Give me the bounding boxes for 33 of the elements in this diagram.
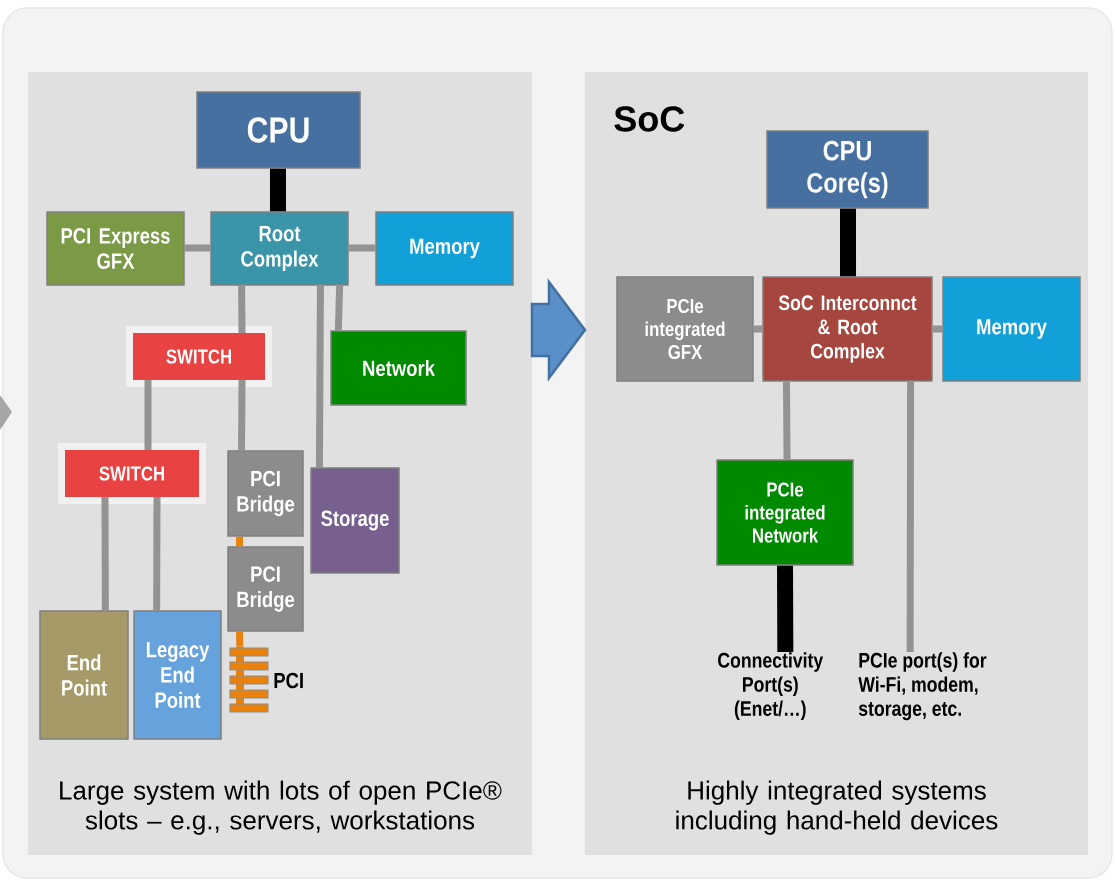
block-arrow (530, 278, 587, 382)
component-box: Memory (942, 276, 1081, 382)
connector-line (840, 208, 856, 277)
switch-box: SWITCH (126, 326, 272, 387)
connector-line (270, 168, 286, 212)
component-box: PCI Express GFX (46, 211, 185, 286)
switch-box: SWITCH (58, 443, 206, 504)
connector-line (932, 325, 943, 333)
component-box: Root Complex (210, 211, 349, 286)
component-box: PCIe integrated GFX (616, 276, 754, 382)
connector-line (777, 565, 794, 653)
connector-line (348, 244, 376, 252)
port-label: PCIe port(s) for Wi-Fi, modem, storage, etc. (858, 652, 987, 721)
component-box: End Point (39, 610, 129, 740)
component-box: PCI Bridge (227, 450, 304, 537)
component-box: CPU Core(s) (766, 130, 929, 209)
connector-line (184, 244, 211, 252)
connector-line (334, 285, 344, 331)
connector-line (315, 285, 324, 468)
connector-line (753, 325, 763, 333)
component-box: PCI Bridge (227, 546, 304, 632)
connector-line (782, 381, 791, 460)
bus-label: PCI (274, 672, 303, 689)
component-box: Storage (310, 467, 400, 574)
component-box: Legacy End Point (133, 610, 222, 740)
component-box: SoC Interconnct & Root Complex (762, 276, 933, 382)
component-box: CPU (196, 91, 361, 169)
connector-line (238, 379, 246, 451)
connector-line (236, 536, 243, 547)
component-box: Memory (375, 211, 514, 286)
port-label: Connectivity Port(s) (Enet/…) (718, 652, 824, 721)
component-box: Network (330, 330, 467, 406)
component-box: PCIe integrated Network (716, 459, 854, 566)
